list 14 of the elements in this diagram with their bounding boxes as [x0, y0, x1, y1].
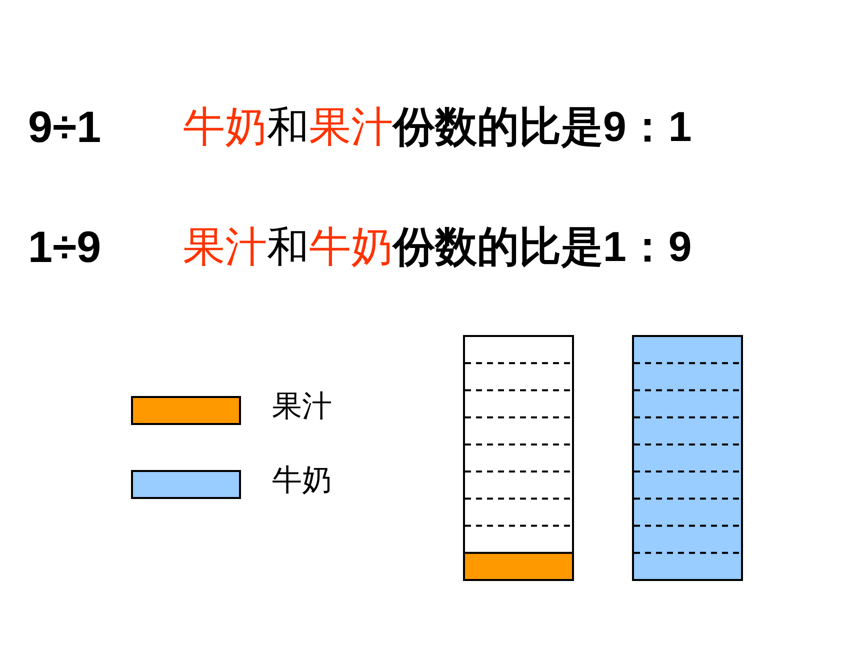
sentence-text: 份数的比是1：9 [393, 226, 692, 268]
legend-label: 果汁 [272, 392, 332, 422]
highlighted-word: 果汁 [183, 226, 267, 268]
division-expression: 1÷9 [28, 226, 102, 270]
cup-drawing [463, 335, 574, 581]
highlighted-word: 果汁 [309, 106, 393, 148]
highlighted-word: 牛奶 [183, 106, 267, 148]
sentence-text: 和 [267, 226, 309, 268]
cup-drawing [632, 335, 743, 581]
sentence-text: 份数的比是9：1 [393, 106, 692, 148]
division-expression: 9÷1 [28, 106, 102, 150]
legend-label: 牛奶 [272, 466, 332, 496]
sentence-text: 和 [267, 106, 309, 148]
highlighted-word: 牛奶 [309, 226, 393, 268]
